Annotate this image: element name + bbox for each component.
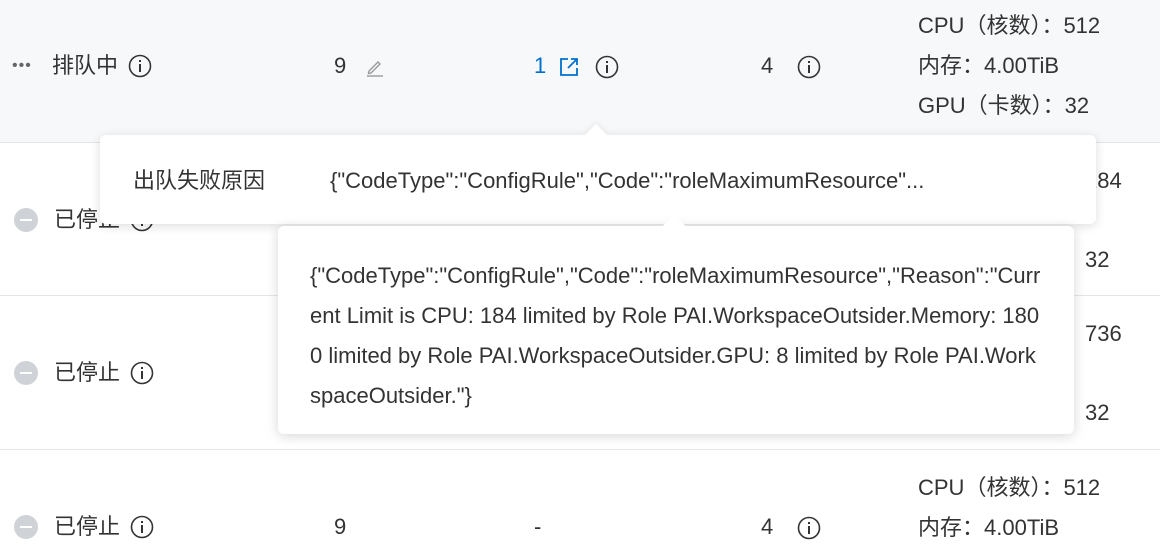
count-value: 9	[334, 53, 347, 78]
reason-detail-text: {"CodeType":"ConfigRule","Code":"roleMax…	[310, 263, 1041, 408]
popover-value[interactable]: {"CodeType":"ConfigRule","Code":"roleMax…	[330, 168, 925, 193]
table-row[interactable]: 已停止 9 - 4 CPU（核数）：512 内存：4.00TiB	[0, 450, 1160, 544]
info-icon[interactable]	[797, 516, 821, 540]
resource-cpu: CPU（核数）：512	[918, 13, 1101, 38]
count-value: 9	[334, 514, 347, 539]
status-cell: ••• 排队中	[12, 52, 152, 80]
dequeue-failure-popover: 出队失败原因 {"CodeType":"ConfigRule","Code":"…	[100, 135, 1096, 224]
priority-cell: 4	[761, 52, 821, 80]
resources-cell: CPU（核数）：512 内存：4.00TiB GPU（卡数）：32	[918, 6, 1100, 126]
table-row[interactable]: 已停止 736 32	[0, 296, 1160, 450]
stopped-icon	[14, 361, 38, 385]
more-dots-icon[interactable]: •••	[12, 57, 32, 74]
resource-cpu-partial: 736	[1085, 321, 1122, 346]
count-cell: 9	[334, 52, 386, 80]
link-cell: 1	[534, 52, 619, 80]
popover-label: 出队失败原因	[133, 168, 266, 193]
status-cell: 已停止	[14, 513, 154, 541]
link-empty-value: -	[534, 514, 542, 539]
resource-gpu: GPU（卡数）：32	[918, 93, 1090, 118]
stopped-icon	[14, 208, 38, 232]
resource-memory: 内存：4.00TiB	[918, 53, 1060, 78]
stopped-icon	[14, 515, 38, 539]
resource-gpu-partial: 32	[1085, 247, 1110, 272]
resource-gpu-partial: 32	[1085, 400, 1110, 425]
status-label: 已停止	[54, 360, 121, 385]
external-link-icon[interactable]	[558, 56, 580, 78]
info-icon[interactable]	[595, 55, 619, 79]
priority-cell: 4	[761, 513, 821, 541]
info-icon[interactable]	[130, 361, 154, 385]
priority-value: 4	[761, 514, 774, 539]
status-cell: 已停止	[14, 359, 154, 387]
table-row[interactable]: ••• 排队中 9 1 4 C	[0, 0, 1160, 143]
status-label: 排队中	[52, 53, 119, 78]
info-icon[interactable]	[797, 55, 821, 79]
info-icon[interactable]	[128, 54, 152, 78]
priority-value: 4	[761, 53, 774, 78]
info-icon[interactable]	[130, 515, 154, 539]
resource-cpu: CPU（核数）：512	[918, 475, 1101, 500]
resource-memory: 内存：4.00TiB	[918, 515, 1060, 540]
resources-cell: CPU（核数）：512 内存：4.00TiB	[918, 468, 1100, 544]
reason-detail-tooltip: {"CodeType":"ConfigRule","Code":"roleMax…	[278, 226, 1074, 434]
instance-link[interactable]: 1	[534, 53, 547, 78]
edit-icon[interactable]	[364, 56, 386, 78]
status-label: 已停止	[54, 514, 121, 539]
